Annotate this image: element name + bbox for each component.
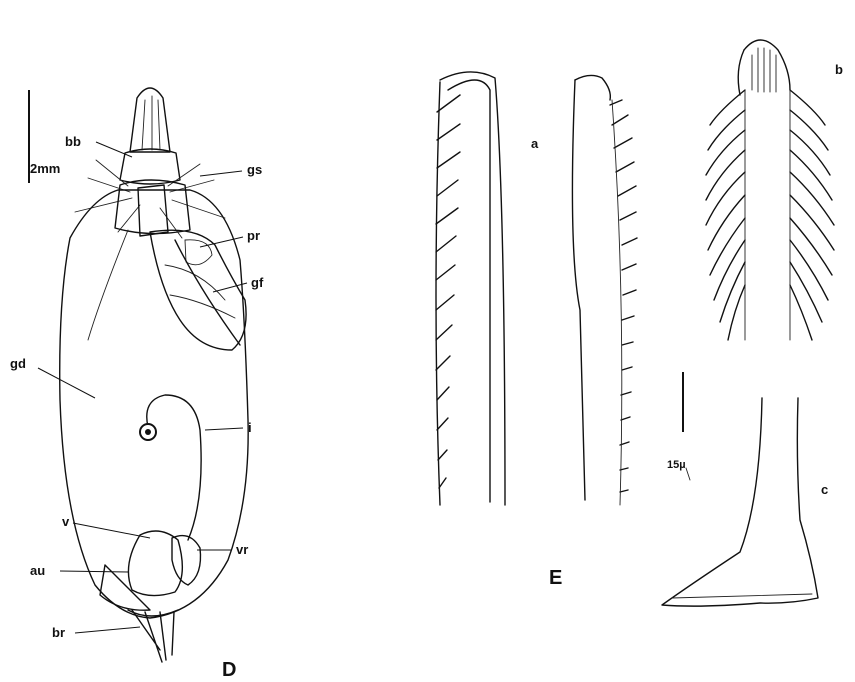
hook-b-tip (744, 40, 790, 90)
panel-e-title: E (549, 567, 562, 589)
hook-a1-outline (440, 72, 505, 505)
panel-d-animal (29, 88, 248, 662)
label-br: br (52, 625, 65, 640)
label-gf: gf (251, 275, 264, 290)
hook-c-base (662, 398, 818, 606)
label-i: i (248, 420, 252, 435)
label-au: au (30, 563, 45, 578)
label-b: b (835, 62, 843, 77)
gs-structure (138, 185, 168, 236)
label-a: a (531, 136, 539, 151)
bb-neck (120, 149, 180, 184)
label-pr: pr (247, 228, 260, 243)
label-v: v (62, 514, 70, 529)
head-cone (130, 88, 170, 152)
scale-label-d: 2mm (30, 161, 60, 176)
panel-d-title: D (222, 659, 236, 681)
label-gd: gd (10, 356, 26, 371)
label-bb: bb (65, 134, 81, 149)
label-gs: gs (247, 162, 262, 177)
vr-vesicle (172, 536, 201, 585)
scale-label-e: 15µ (667, 459, 686, 471)
label-c: c (821, 482, 828, 497)
v-vesicle (128, 531, 182, 596)
hook-a2-outline (572, 80, 585, 500)
panel-e-hooks (436, 40, 834, 606)
gf-organ (150, 230, 246, 350)
label-vr: vr (236, 542, 248, 557)
